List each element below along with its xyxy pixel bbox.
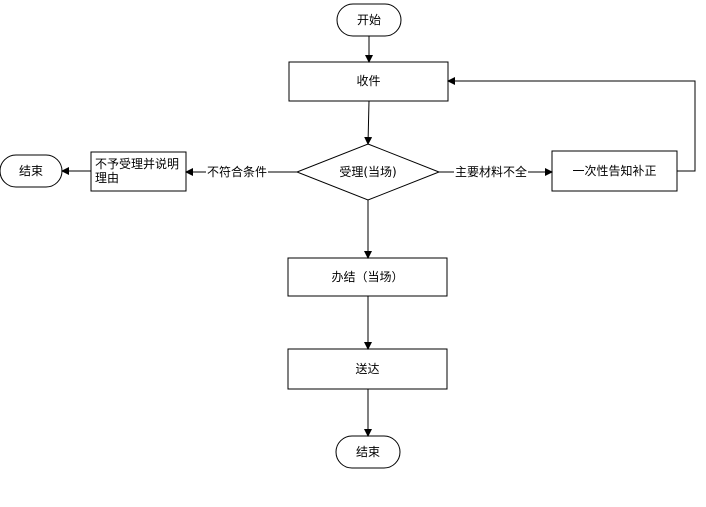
accept-label: 受理(当场) [339,165,397,179]
receive-box [288,61,449,102]
reject-label: 不予受理并说明理由 [95,157,180,185]
receive-label: 收件 [356,74,381,88]
edge-label-not-qualified: 不符合条件 [206,165,269,179]
edge-label-materials-incomplete: 主要材料不全 [454,165,529,179]
handle-box [287,257,448,297]
end-left-label: 结束 [18,164,43,178]
deliver-label: 送达 [355,362,380,376]
handle-label: 办结（当场） [331,270,404,284]
notify-label: 一次性告知补正 [572,164,657,178]
end-bottom-label: 结束 [355,445,380,459]
edge-receive-accept [364,100,373,145]
edge-notify-receive [447,77,696,172]
deliver-box [287,348,448,390]
start-label: 开始 [356,13,381,27]
